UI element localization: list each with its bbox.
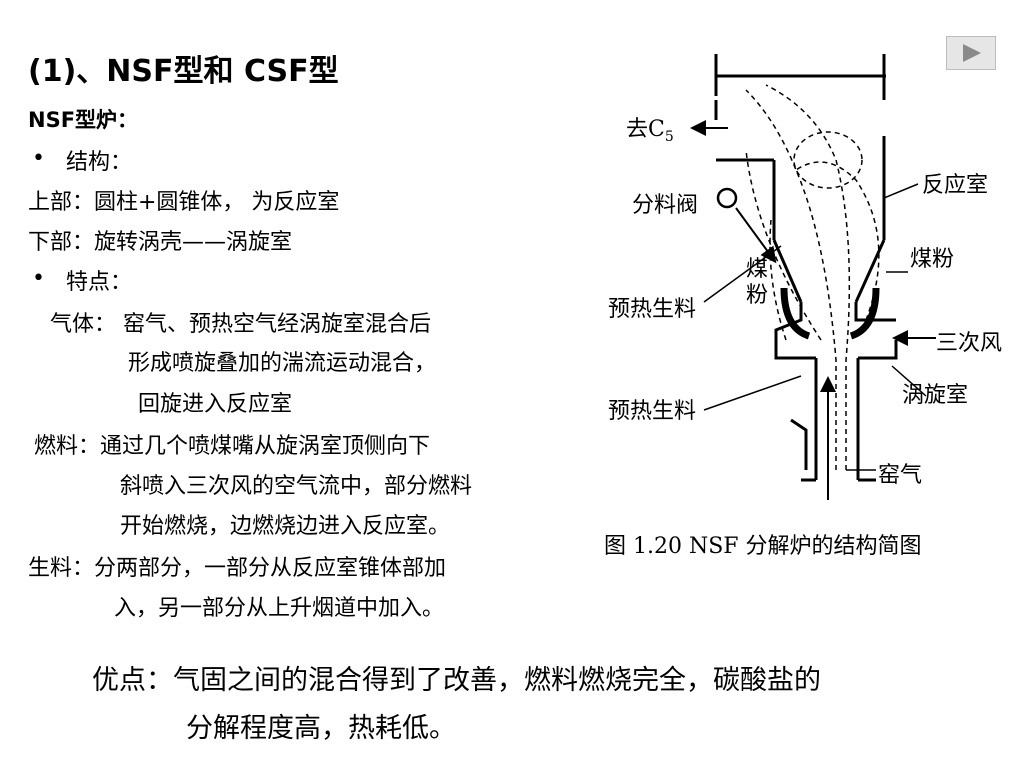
advantage-line-2: 分解程度高，热耗低。 bbox=[186, 713, 456, 744]
nsf-furnace-diagram: 去C5 反应室 分料阀 煤粉 煤 粉 预热生料 三次风 涡旋室 预热生料 窑气 bbox=[608, 54, 1002, 500]
features-heading: 特点： bbox=[66, 270, 133, 295]
label-preheated-raw-2: 预热生料 bbox=[608, 399, 696, 424]
bullet-dot-structure: • bbox=[32, 146, 45, 171]
label-coal-powder-left-1: 煤 bbox=[746, 257, 768, 282]
fuel-text-1: 燃料：通过几个喷煤嘴从旋涡室顶侧向下 bbox=[34, 434, 431, 459]
raw-text-1: 生料：分两部分，一部分从反应室锥体部加 bbox=[28, 556, 447, 581]
label-coal-powder-left-2: 粉 bbox=[746, 283, 768, 308]
label-swirl-chamber: 涡旋室 bbox=[902, 383, 968, 408]
fuel-text-2: 斜喷入三次风的空气流中，部分燃料 bbox=[120, 474, 473, 499]
structure-heading: 结构： bbox=[66, 150, 133, 175]
slide-title: (1)、NSF型和 CSF型 bbox=[28, 54, 339, 89]
gas-text-2: 形成喷旋叠加的湍流运动混合， bbox=[128, 351, 437, 376]
gas-text-1: 气体： 窑气、预热空气经涡旋室混合后 bbox=[50, 312, 431, 337]
label-valve: 分料阀 bbox=[632, 193, 698, 218]
upper-part-text: 上部：圆柱+圆锥体， 为反应室 bbox=[28, 190, 340, 215]
furnace-subtitle: NSF型炉： bbox=[28, 108, 139, 132]
label-preheated-raw-1: 预热生料 bbox=[608, 297, 696, 322]
bullet-dot-features: • bbox=[32, 266, 45, 291]
figure-caption: 图 1.20 NSF 分解炉的结构简图 bbox=[604, 534, 922, 559]
raw-text-2: 入，另一部分从上升烟道中加入。 bbox=[114, 596, 445, 621]
label-coal-powder-right: 煤粉 bbox=[910, 247, 954, 272]
play-triangle-icon bbox=[963, 44, 981, 62]
lower-part-text: 下部：旋转涡壳——涡旋室 bbox=[28, 230, 293, 255]
fuel-text-3: 开始燃烧，边燃烧边进入反应室。 bbox=[120, 514, 451, 539]
label-tertiary-air: 三次风 bbox=[936, 331, 1002, 356]
advantage-line-1: 优点：气固之间的混合得到了改善，燃料燃烧完全，碳酸盐的 bbox=[92, 665, 821, 696]
label-reaction-chamber: 反应室 bbox=[922, 173, 988, 198]
gas-text-3: 回旋进入反应室 bbox=[138, 392, 293, 417]
label-kiln-gas: 窑气 bbox=[878, 463, 922, 488]
label-to-c5: 去C5 bbox=[626, 117, 674, 145]
next-slide-button[interactable] bbox=[946, 36, 996, 70]
